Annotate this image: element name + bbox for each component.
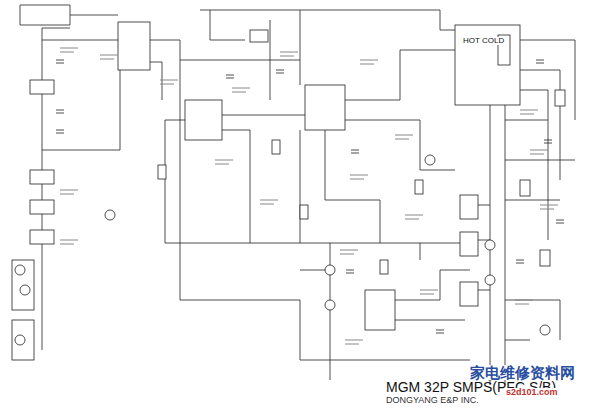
component-symbol (555, 90, 565, 106)
wire (505, 120, 548, 121)
note-label: HOT COLD (463, 37, 504, 45)
wire (440, 10, 455, 30)
component-symbol (158, 165, 166, 179)
wire (420, 243, 421, 260)
wire (180, 10, 440, 60)
wire (70, 15, 118, 16)
wire (20, 5, 70, 25)
transistor-symbol (485, 240, 495, 250)
wire (200, 10, 300, 11)
wire (270, 20, 271, 100)
wire (222, 115, 305, 116)
watermark: s2d101.com (506, 388, 558, 397)
wire (395, 320, 465, 321)
wire (505, 300, 560, 340)
wire (520, 70, 560, 180)
wire (505, 60, 506, 385)
component-symbol (272, 140, 280, 154)
wire (42, 28, 70, 29)
component-symbol (30, 230, 54, 244)
component-symbol (365, 290, 395, 330)
capacitor-symbol (556, 220, 564, 223)
capacitor-symbol (516, 260, 524, 263)
transistor-symbol (325, 265, 335, 275)
capacitor-symbol (56, 60, 64, 63)
wire (42, 28, 43, 350)
wire (300, 60, 301, 85)
capacitor-symbol (276, 70, 284, 73)
component-symbol (118, 22, 150, 70)
transistor-symbol (15, 335, 25, 345)
wire (490, 60, 491, 385)
part-label-texture (60, 48, 558, 344)
wire (345, 50, 455, 100)
wires (12, 5, 575, 385)
capacitor-symbol (226, 75, 234, 78)
wire (325, 130, 380, 200)
component-symbol (30, 80, 54, 94)
component-symbol (455, 25, 520, 105)
component-symbol (380, 260, 388, 274)
capacitor-symbol (346, 270, 354, 273)
component-symbol (460, 195, 478, 219)
component-symbol (460, 282, 478, 306)
transistor-symbol (485, 275, 495, 285)
component-symbol (250, 30, 268, 42)
component-symbol (12, 260, 34, 310)
capacitor-symbol (536, 60, 544, 63)
component-symbol (30, 200, 54, 214)
component-symbol (12, 320, 34, 360)
transistor-symbol (15, 265, 25, 275)
wire (505, 340, 530, 341)
wire (165, 120, 185, 243)
wire (520, 90, 548, 240)
wire (300, 130, 301, 243)
transistor-symbol (105, 210, 115, 220)
wire (180, 243, 300, 300)
transistor-symbol (540, 325, 550, 335)
wire (330, 243, 331, 380)
wire (222, 130, 250, 243)
capacitor-symbol (544, 140, 552, 143)
capacitor-symbol (436, 330, 444, 333)
wire (345, 120, 455, 170)
wire (210, 10, 245, 40)
transistor-symbol (425, 155, 435, 165)
wire (520, 40, 575, 120)
wire (505, 200, 560, 201)
wire (165, 243, 470, 244)
component-symbol (185, 100, 222, 140)
capacitor-symbol (56, 110, 64, 113)
wire (42, 40, 118, 41)
component-symbol (415, 180, 423, 194)
watermark: 家电维修资料网 (470, 365, 575, 380)
wire (150, 62, 162, 100)
wire (380, 200, 381, 243)
capacitor-symbol (351, 150, 359, 153)
component-symbol (300, 205, 308, 219)
capacitor-symbol (56, 130, 64, 133)
note-label: DONGYANG E&P INC. (386, 396, 479, 405)
component-symbol (540, 250, 550, 266)
wire (395, 270, 470, 300)
transistor-symbol (20, 285, 30, 295)
wire (505, 160, 575, 161)
transistor-symbol (325, 300, 335, 310)
component-symbol (520, 180, 530, 196)
component-symbol (30, 170, 54, 184)
component-symbol (460, 232, 478, 256)
component-symbol (305, 85, 345, 130)
